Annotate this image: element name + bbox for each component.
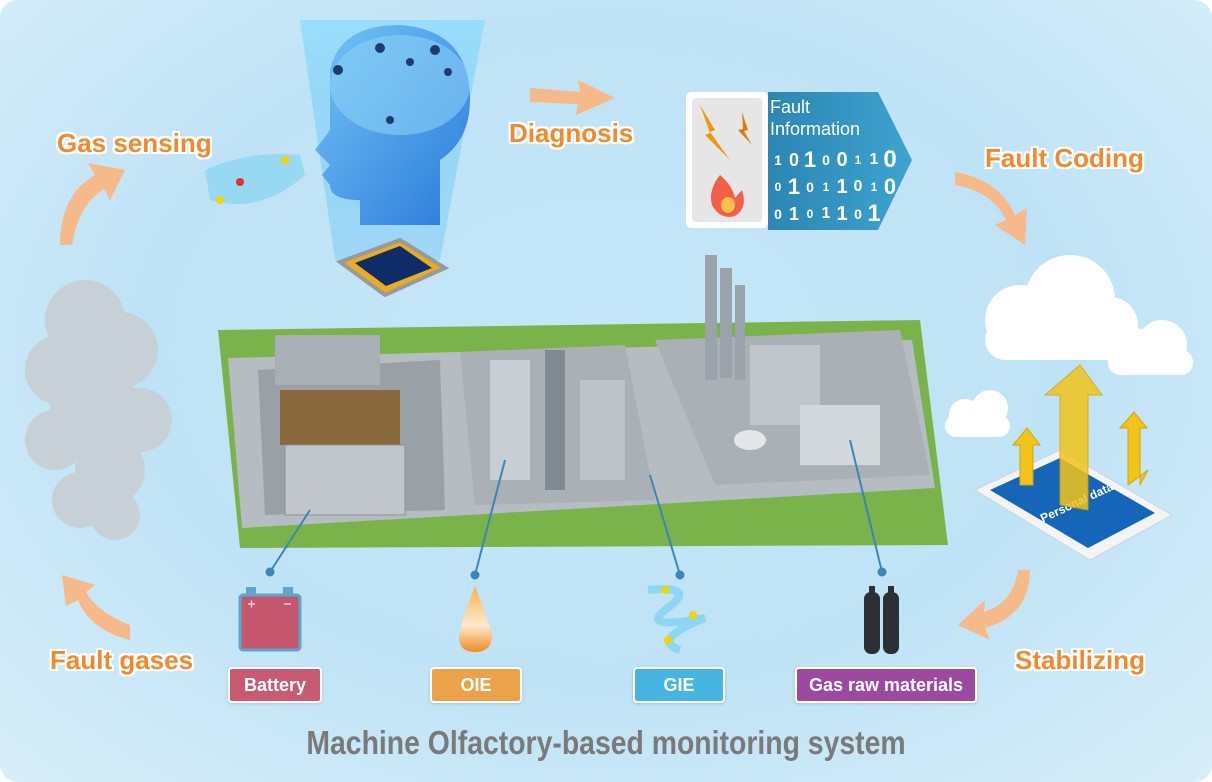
binary-digit: 1 xyxy=(870,179,878,194)
gas-cylinder-icon xyxy=(864,586,899,654)
step-diagnosis: Diagnosis xyxy=(509,118,634,148)
arrow-stabilizing-to-system xyxy=(958,570,1030,640)
smoke-cloud-icon xyxy=(25,280,172,540)
gas-molecules-icon xyxy=(205,154,305,205)
fault-info-line2: Information xyxy=(770,119,861,139)
arrow-fault-gases-to-sensing xyxy=(60,163,125,245)
diagram-title: Machine Olfactory-based monitoring syste… xyxy=(306,724,906,761)
binary-digit: 0 xyxy=(806,206,814,221)
badge-oie: OIE xyxy=(430,667,522,703)
fault-information-panel xyxy=(686,92,912,230)
oil-plant xyxy=(460,345,655,505)
binary-digit: 1 xyxy=(803,146,817,172)
badge-battery: Battery xyxy=(228,667,322,703)
binary-digit: 1 xyxy=(788,203,799,224)
lightning-icon xyxy=(700,105,730,160)
battery-plant xyxy=(258,335,445,516)
arrow-coding-to-cloud xyxy=(955,172,1027,245)
binary-digit: 0 xyxy=(774,179,782,194)
step-gas-sensing: Gas sensing xyxy=(57,128,212,158)
badge-gas-raw-materials: Gas raw materials xyxy=(795,667,977,703)
binary-digit: 0 xyxy=(854,205,862,222)
battery-icon xyxy=(238,587,302,652)
binary-digit: 1 xyxy=(836,175,848,198)
binary-digit: 1 xyxy=(774,151,782,168)
binary-digit: 0 xyxy=(788,149,799,170)
step-fault-gases: Fault gases xyxy=(50,645,194,675)
binary-digit: 0 xyxy=(883,146,897,173)
binary-digit: 0 xyxy=(774,205,782,222)
binary-digit: 0 xyxy=(853,177,863,195)
gas-molecule-icon xyxy=(647,585,707,654)
step-fault-coding: Fault Coding xyxy=(985,143,1144,173)
binary-digit: 1 xyxy=(787,173,801,199)
binary-digit: 0 xyxy=(822,151,830,168)
binary-digit: 1 xyxy=(821,204,831,222)
chip-icon xyxy=(335,237,450,298)
binary-digit: 1 xyxy=(836,202,848,225)
gas-plant xyxy=(655,255,930,485)
arrow-sensing-to-diagnosis xyxy=(530,80,615,115)
oil-drop-icon xyxy=(458,586,492,652)
binary-digit: 0 xyxy=(806,178,814,195)
cycle-arrows xyxy=(60,80,1030,640)
industrial-site xyxy=(218,255,948,548)
binary-digit: 0 xyxy=(836,148,848,171)
binary-digit: 1 xyxy=(869,150,879,168)
upload-arrows-icon xyxy=(1011,364,1149,511)
binary-digit: 1 xyxy=(822,179,830,194)
brain-head-icon xyxy=(300,20,485,260)
fire-icon xyxy=(711,175,744,217)
binary-digit: 1 xyxy=(854,152,862,167)
binary-digit: 0 xyxy=(883,173,897,199)
badge-gie: GIE xyxy=(633,667,725,703)
arrow-to-fault-gases xyxy=(62,575,130,640)
cloud-icons xyxy=(945,255,1193,437)
fault-info-line1: Fault xyxy=(770,97,811,117)
binary-digit: 1 xyxy=(867,200,881,227)
leader-lines xyxy=(265,439,887,580)
step-stabilizing: Stabilizing xyxy=(1015,645,1145,675)
